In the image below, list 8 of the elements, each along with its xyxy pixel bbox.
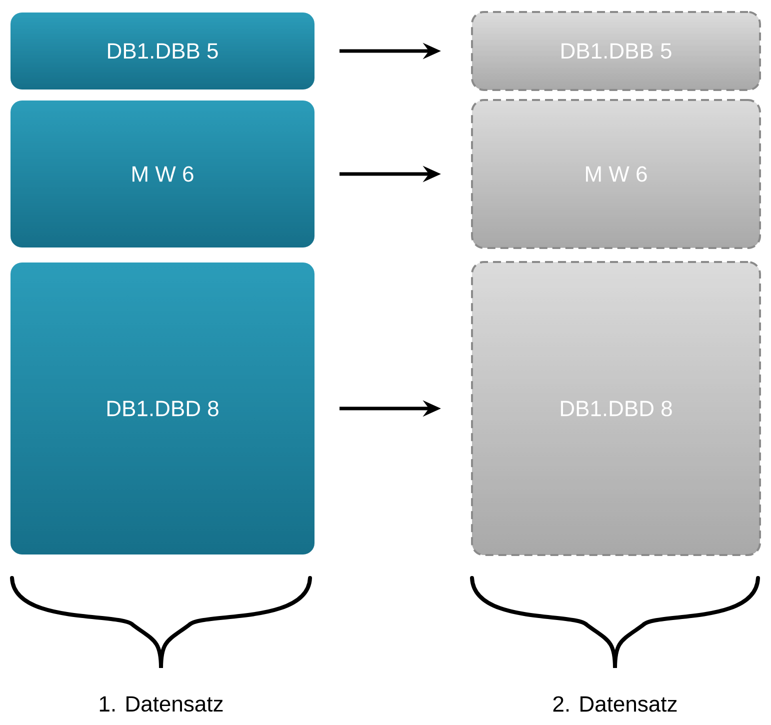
data-box: DB1.DBB 5 — [10, 12, 316, 90]
column-caption: 1. Datensatz — [100, 696, 223, 712]
data-box: DB1.DBD 8 — [10, 262, 316, 556]
data-box: DB1.DBB 5 — [471, 11, 761, 91]
data-box: M W 6 — [10, 100, 316, 248]
data-box: DB1.DBD 8 — [471, 261, 761, 556]
column-caption: 2. Datensatz — [553, 696, 677, 712]
data-box: M W 6 — [471, 99, 761, 249]
